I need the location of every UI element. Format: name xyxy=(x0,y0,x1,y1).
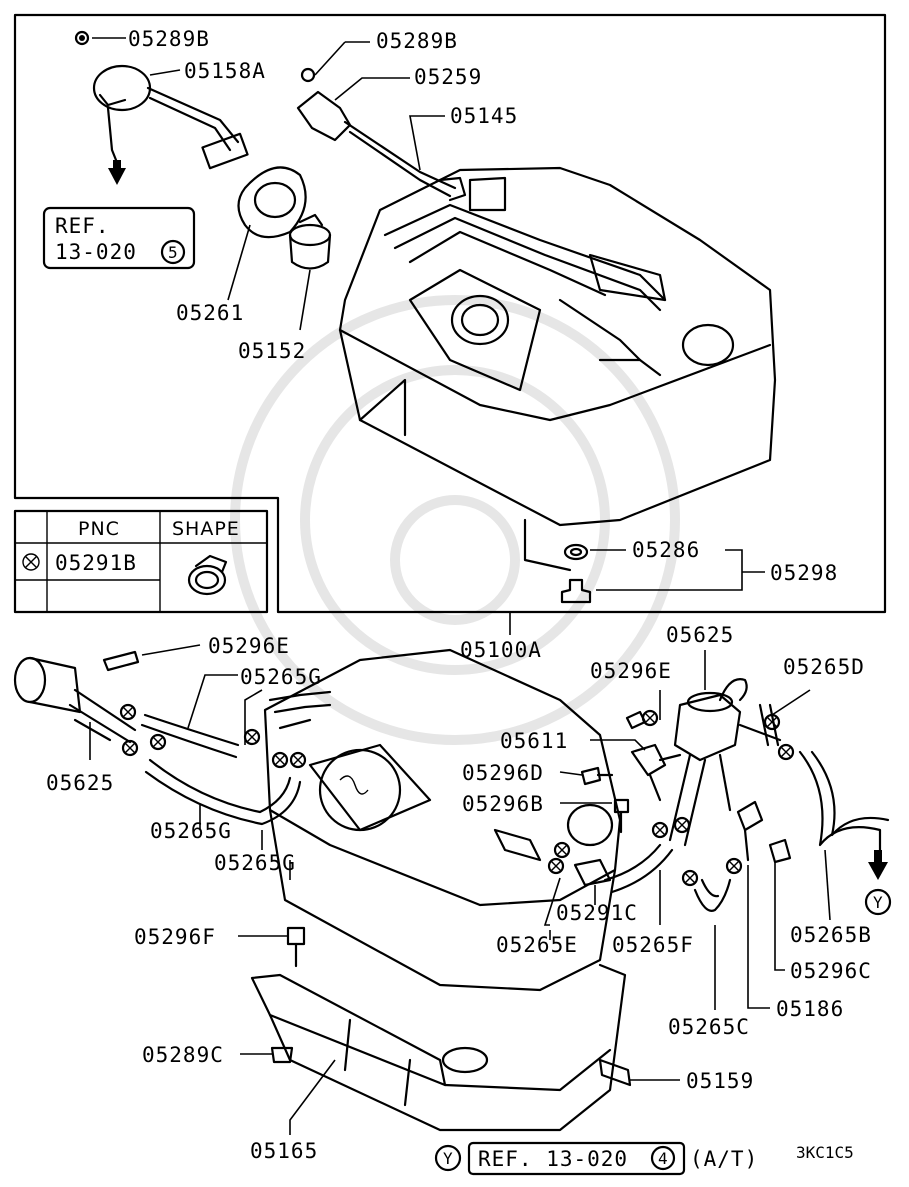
legend-table: PNC SHAPE 05291B xyxy=(13,509,269,614)
ref-box-upper: REF. 13-020 5 xyxy=(42,206,196,270)
fuel-filter-05186 xyxy=(736,800,764,862)
label-05265B: 05265B xyxy=(790,923,872,947)
label-05291C: 05291C xyxy=(556,901,638,925)
label-05165: 05165 xyxy=(250,1139,318,1163)
label-05296E-b: 05296E xyxy=(590,659,672,683)
drain-plug-05298 xyxy=(560,543,592,604)
watermark xyxy=(230,295,680,745)
label-05289B-a: 05289B xyxy=(128,27,210,51)
arrow-to-y: Y xyxy=(864,850,892,916)
label-05186: 05186 xyxy=(776,997,844,1021)
hose-group-05265 xyxy=(493,703,890,912)
label-05296E-a: 05296E xyxy=(208,634,290,658)
ref-lower-circle: 4 xyxy=(658,1149,668,1168)
label-05145: 05145 xyxy=(450,104,518,128)
label-05159: 05159 xyxy=(686,1069,754,1093)
fuel-sender-05145 xyxy=(296,67,467,202)
protector-05165 xyxy=(250,963,632,1132)
label-05265G-b: 05265G xyxy=(150,819,232,843)
ref-lower-suffix: (A/T) xyxy=(690,1147,758,1171)
diagram-code: 3KC1C5 xyxy=(796,1143,854,1162)
label-05265C: 05265C xyxy=(668,1015,750,1039)
label-05625-b: 05625 xyxy=(46,771,114,795)
ref-box-lower: Y REF. 13-020 4 (A/T) xyxy=(434,1141,758,1176)
ref-upper-number: 13-020 xyxy=(55,240,137,264)
label-05265F: 05265F xyxy=(612,933,694,957)
label-05296B: 05296B xyxy=(462,792,544,816)
label-05265G-c: 05265G xyxy=(214,851,296,875)
clamp-markers xyxy=(119,703,795,887)
fuel-tank-lower xyxy=(263,648,622,992)
fuel-gauge-unit xyxy=(74,30,249,185)
label-05298: 05298 xyxy=(770,561,838,585)
label-05265G-a: 05265G xyxy=(240,665,322,689)
ref-upper-label: REF. xyxy=(55,214,110,238)
clamp-shape-icon xyxy=(187,554,228,596)
filter-05152 xyxy=(288,213,332,270)
canister-05625-right xyxy=(668,678,782,847)
label-05296D: 05296D xyxy=(462,761,544,785)
upper-frame xyxy=(13,13,887,614)
label-05261: 05261 xyxy=(176,301,244,325)
label-05286: 05286 xyxy=(632,538,700,562)
label-05289B-b: 05289B xyxy=(376,29,458,53)
label-05152: 05152 xyxy=(238,339,306,363)
hose-05265G-set xyxy=(140,713,302,826)
canister-05625-left xyxy=(13,650,140,744)
label-05296F: 05296F xyxy=(134,925,216,949)
label-05158A: 05158A xyxy=(184,59,266,83)
ref-upper-circle: 5 xyxy=(168,243,178,262)
label-05100A: 05100A xyxy=(460,638,542,662)
ref-lower-marker: Y xyxy=(443,1149,453,1168)
legend-header-pnc: PNC xyxy=(78,518,120,540)
label-05289C: 05289C xyxy=(142,1043,224,1067)
gasket-05261 xyxy=(237,166,307,239)
label-05265E: 05265E xyxy=(496,933,578,957)
legend-pnc-value: 05291B xyxy=(55,551,137,575)
valve-05611 xyxy=(630,743,682,802)
label-05625-a: 05625 xyxy=(666,623,734,647)
fuel-tank-05100A xyxy=(338,166,777,572)
label-05296C: 05296C xyxy=(790,959,872,983)
label-05265D: 05265D xyxy=(783,655,865,679)
ref-lower-text: REF. 13-020 xyxy=(478,1147,628,1171)
label-05259: 05259 xyxy=(414,65,482,89)
part-labels: 05289B 05158A 05289B 05259 05145 05261 0… xyxy=(46,27,872,1163)
leader-lines xyxy=(89,37,831,1135)
legend-header-shape: SHAPE xyxy=(172,518,240,540)
marker-y-right: Y xyxy=(873,893,883,912)
label-05611: 05611 xyxy=(500,729,568,753)
legend-symbol xyxy=(22,553,40,571)
